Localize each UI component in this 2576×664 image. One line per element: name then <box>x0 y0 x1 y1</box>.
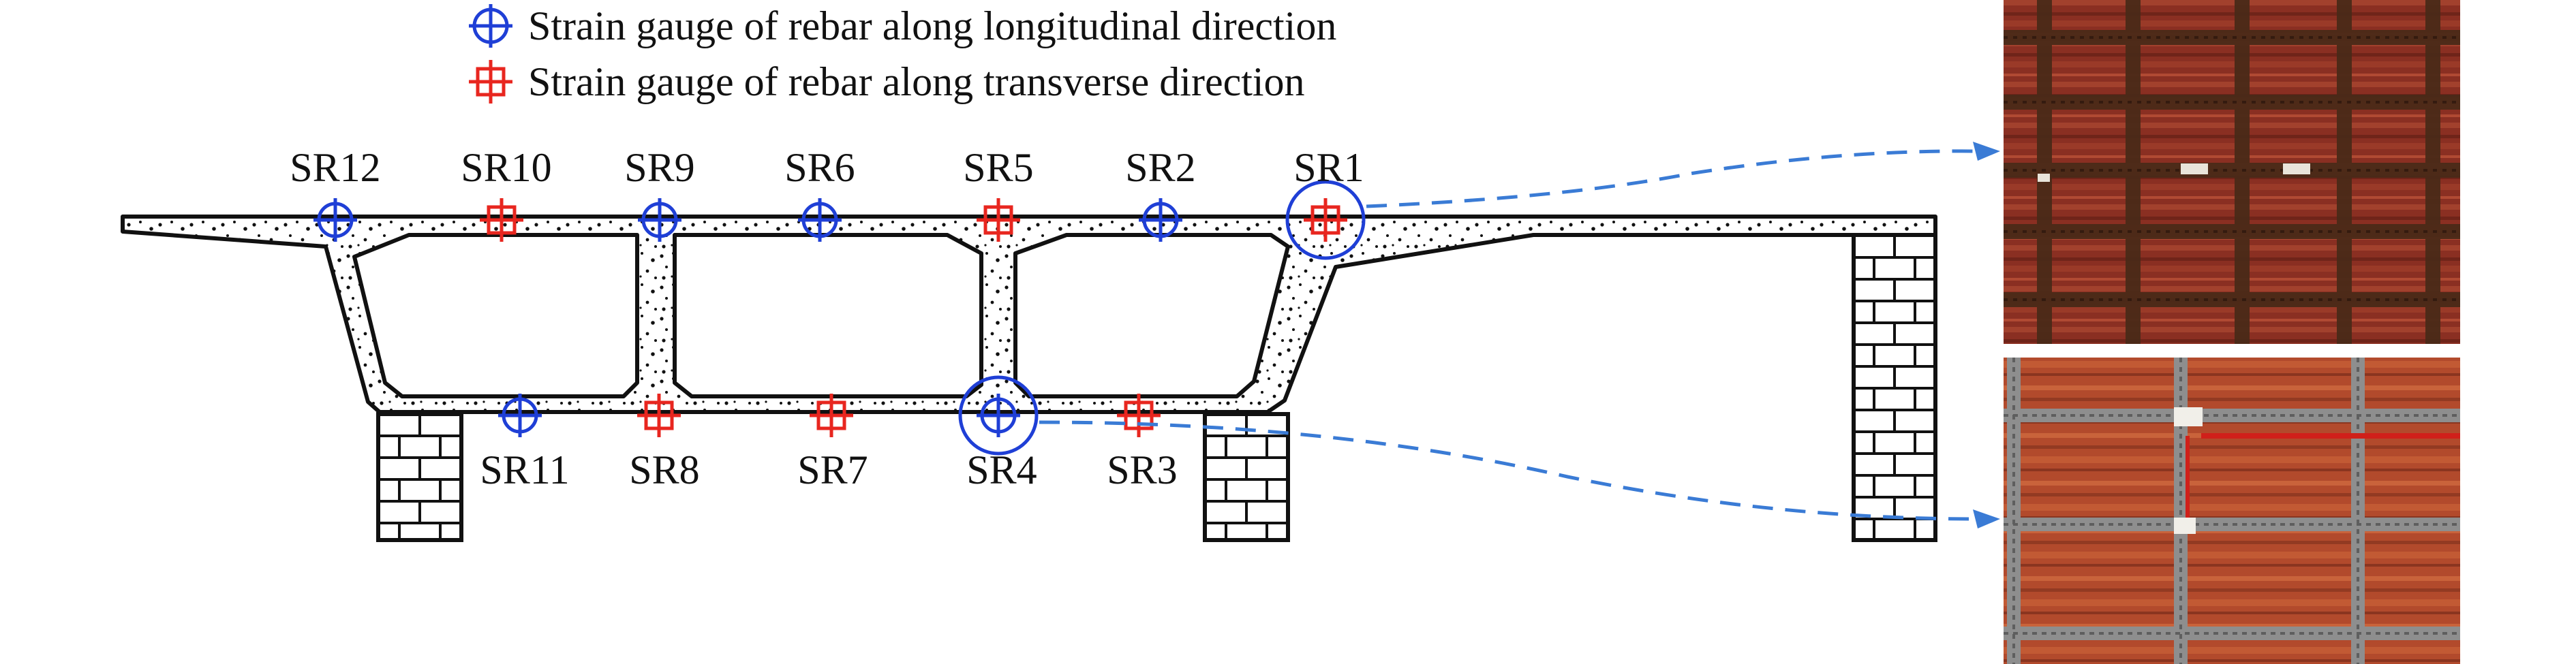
leader-bottom-arrowhead <box>1973 509 2000 528</box>
label-SR3: SR3 <box>1107 447 1177 492</box>
pier-middle <box>1203 412 1290 542</box>
legend-longitudinal-label: Strain gauge of rebar along longitudinal… <box>528 3 1336 48</box>
gauge-SR12 <box>313 198 357 242</box>
gauge-SR4 <box>958 375 1039 456</box>
gauge-SR7 <box>810 394 853 437</box>
gauge-SR10 <box>480 198 523 242</box>
gauge-SR6 <box>798 198 842 242</box>
leader-top-arrowhead <box>1973 142 2000 161</box>
label-SR7: SR7 <box>797 447 868 492</box>
label-SR12: SR12 <box>290 145 380 190</box>
label-SR1: SR1 <box>1293 145 1364 190</box>
longitudinal-gauge-icon <box>469 4 512 48</box>
pier-left <box>376 412 463 542</box>
leader-bottom <box>1039 420 1977 521</box>
label-SR5: SR5 <box>963 145 1033 190</box>
label-SR4: SR4 <box>966 447 1037 492</box>
label-SR6: SR6 <box>784 145 855 190</box>
transverse-gauge-icon <box>469 60 512 104</box>
label-SR9: SR9 <box>624 145 694 190</box>
gauge-SR1 <box>1285 180 1366 260</box>
label-SR8: SR8 <box>629 447 699 492</box>
legend: Strain gauge of rebar along longitudinal… <box>469 3 1336 104</box>
legend-transverse-label: Strain gauge of rebar along transverse d… <box>528 59 1305 104</box>
gauge-SR2 <box>1139 198 1182 242</box>
gauge-SR8 <box>637 394 681 437</box>
gauge-SR11 <box>498 394 542 437</box>
label-SR10: SR10 <box>461 145 551 190</box>
pier-right <box>1852 233 1937 542</box>
gauge-SR3 <box>1117 394 1161 437</box>
gauge-SR9 <box>638 198 681 242</box>
gauge-SR5 <box>977 198 1020 242</box>
photo-top-rebar <box>2004 0 2460 344</box>
leader-top <box>1366 149 1977 208</box>
label-SR11: SR11 <box>480 447 569 492</box>
label-SR2: SR2 <box>1125 145 1195 190</box>
photo-bottom-rebar <box>2004 358 2460 664</box>
box-girder-section <box>121 215 1937 414</box>
